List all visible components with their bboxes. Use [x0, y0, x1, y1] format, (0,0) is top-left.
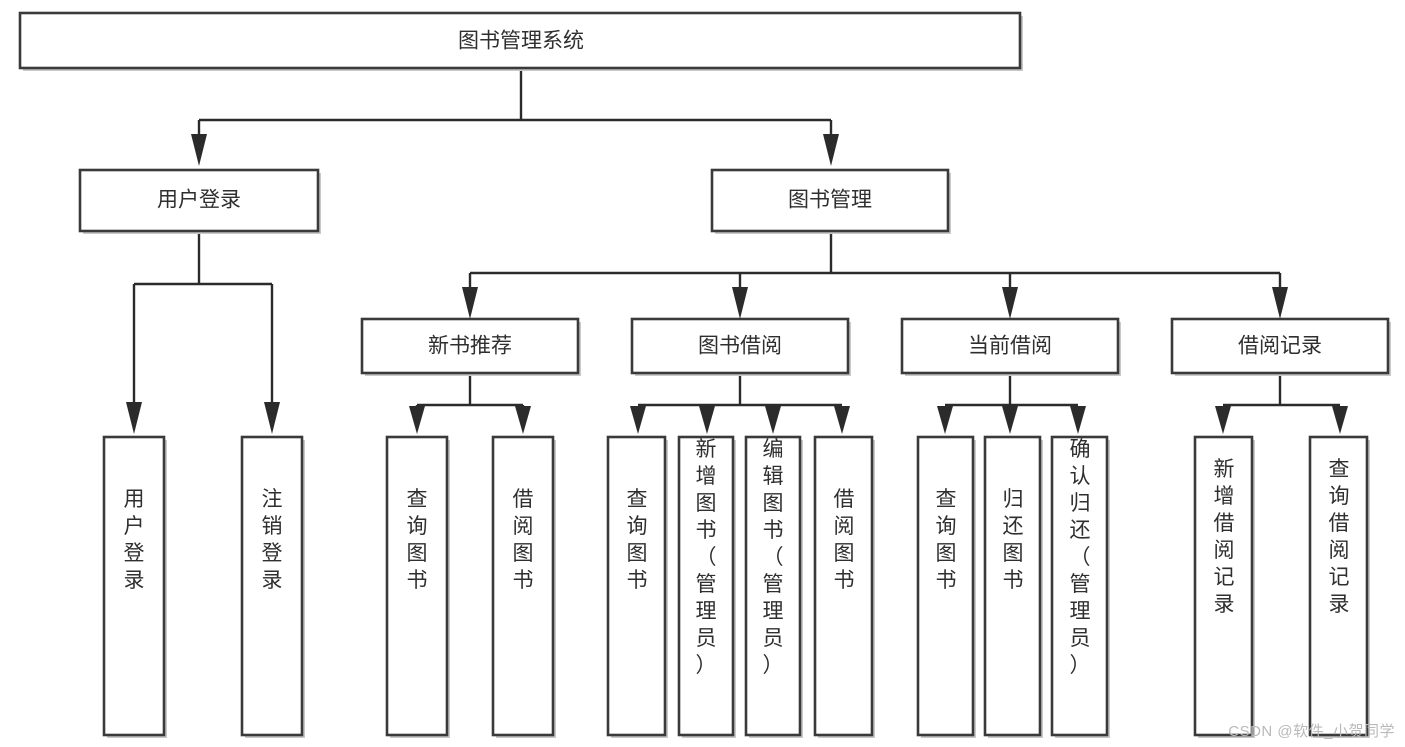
leaf-current-confirm-return-box [1050, 435, 1109, 737]
leaf-new-book-borrow-label: 借阅图书 [513, 488, 534, 592]
arrowhead-current-1-icon [937, 406, 953, 434]
node-user-login-label: 用户登录 [157, 189, 241, 212]
leaf-current-return[interactable]: 归还图书 [983, 435, 1043, 738]
arrowhead-login-1-icon [126, 402, 142, 434]
leaf-borrow-borrow-book[interactable]: 借阅图书 [813, 435, 875, 738]
leaf-records-query-label: 查询借阅记录 [1329, 458, 1350, 616]
leaf-new-book-borrow-box [491, 435, 555, 737]
leaf-current-confirm-return-label: 确认归还（管理员） [1070, 438, 1091, 677]
leaf-new-book-borrow[interactable]: 借阅图书 [491, 435, 556, 738]
node-book-manage[interactable]: 图书管理 [710, 168, 951, 234]
connector-group-borrow [630, 375, 850, 434]
node-root-box [18, 11, 1022, 70]
node-borrow-records[interactable]: 借阅记录 [1170, 317, 1391, 376]
arrowhead-current-3-icon [1070, 406, 1086, 434]
leaf-current-query-label: 查询图书 [936, 488, 957, 592]
leaf-current-query[interactable]: 查询图书 [916, 435, 976, 738]
connector-group-user-login [126, 233, 280, 434]
leaf-new-book-query[interactable]: 查询图书 [385, 435, 450, 738]
leaf-current-return-box [983, 435, 1042, 737]
leaf-borrow-query[interactable]: 查询图书 [606, 435, 668, 738]
arrowhead-login-2-icon [264, 402, 280, 434]
connector-group-new-book [409, 375, 531, 434]
connector-group-current [937, 375, 1086, 434]
leaf-borrow-edit-book[interactable]: 编辑图书（管理员） [744, 435, 803, 738]
leaf-borrow-add-book-label: 新增图书（管理员） [696, 438, 717, 677]
arrowhead-root-to-books-icon [823, 134, 839, 166]
leaf-user-login-login-box [102, 435, 166, 737]
node-book-borrow[interactable]: 图书借阅 [630, 317, 851, 376]
node-book-borrow-box [630, 317, 850, 375]
leaf-borrow-add-book-box [677, 435, 735, 737]
leaf-records-query[interactable]: 查询借阅记录 [1308, 435, 1370, 738]
leaf-user-login-logout-box [240, 435, 304, 737]
node-book-manage-box [710, 168, 950, 233]
leaf-current-return-label: 归还图书 [1003, 488, 1024, 592]
leaf-records-add-box [1193, 435, 1254, 737]
arrowhead-books-4-icon [1272, 287, 1288, 319]
arrowhead-books-3-icon [1002, 287, 1018, 319]
arrowhead-newbook-2-icon [515, 406, 531, 434]
leaf-user-login-logout[interactable]: 注销登录 [240, 435, 305, 738]
node-current-borrow-box [900, 317, 1120, 375]
node-current-borrow-label: 当前借阅 [968, 335, 1052, 358]
node-borrow-records-box [1170, 317, 1390, 375]
leaf-borrow-query-box [606, 435, 667, 737]
node-current-borrow[interactable]: 当前借阅 [900, 317, 1121, 376]
connector-group-root [191, 69, 839, 166]
leaf-borrow-edit-book-label: 编辑图书（管理员） [763, 438, 784, 677]
arrowhead-books-2-icon [732, 287, 748, 319]
leaf-new-book-query-box [385, 435, 449, 737]
leaf-new-book-query-label: 查询图书 [407, 488, 428, 592]
leaf-current-query-box [916, 435, 975, 737]
arrowhead-borrow-3-icon [765, 406, 781, 434]
node-book-manage-label: 图书管理 [788, 189, 872, 212]
arrowhead-root-to-login-icon [191, 134, 207, 166]
arrowhead-borrow-4-icon [834, 406, 850, 434]
node-root[interactable]: 图书管理系统 [18, 11, 1023, 71]
node-root-label: 图书管理系统 [458, 30, 584, 53]
leaf-borrow-query-label: 查询图书 [627, 488, 648, 592]
connector-group-book-manage [462, 233, 1288, 319]
arrowhead-records-2-icon [1332, 406, 1348, 434]
node-new-book-recommend[interactable]: 新书推荐 [360, 317, 581, 376]
node-user-login[interactable]: 用户登录 [78, 168, 321, 234]
leaf-user-login-logout-label: 注销登录 [262, 488, 283, 592]
arrowhead-newbook-1-icon [409, 406, 425, 434]
leaf-borrow-add-book[interactable]: 新增图书（管理员） [677, 435, 736, 738]
leaf-borrow-borrow-book-label: 借阅图书 [834, 488, 855, 592]
leaf-current-confirm-return[interactable]: 确认归还（管理员） [1050, 435, 1110, 738]
node-new-book-recommend-box [360, 317, 580, 375]
leaf-borrow-edit-book-box [744, 435, 802, 737]
leaf-borrow-borrow-book-box [813, 435, 874, 737]
arrowhead-borrow-1-icon [630, 406, 646, 434]
arrowhead-records-1-icon [1215, 406, 1231, 434]
arrowhead-borrow-2-icon [699, 406, 715, 434]
connector-group-records [1215, 375, 1348, 434]
leaf-user-login-login-label: 用户登录 [124, 488, 145, 592]
node-book-borrow-label: 图书借阅 [698, 335, 782, 358]
arrowhead-books-1-icon [462, 287, 478, 319]
node-new-book-recommend-label: 新书推荐 [428, 335, 512, 358]
leaf-records-add-label: 新增借阅记录 [1214, 458, 1235, 616]
node-user-login-box [78, 168, 320, 233]
arrowhead-current-2-icon [1002, 406, 1018, 434]
leaf-records-add[interactable]: 新增借阅记录 [1193, 435, 1255, 738]
node-borrow-records-label: 借阅记录 [1238, 335, 1322, 358]
leaf-records-query-box [1308, 435, 1369, 737]
leaf-user-login-login[interactable]: 用户登录 [102, 435, 167, 738]
